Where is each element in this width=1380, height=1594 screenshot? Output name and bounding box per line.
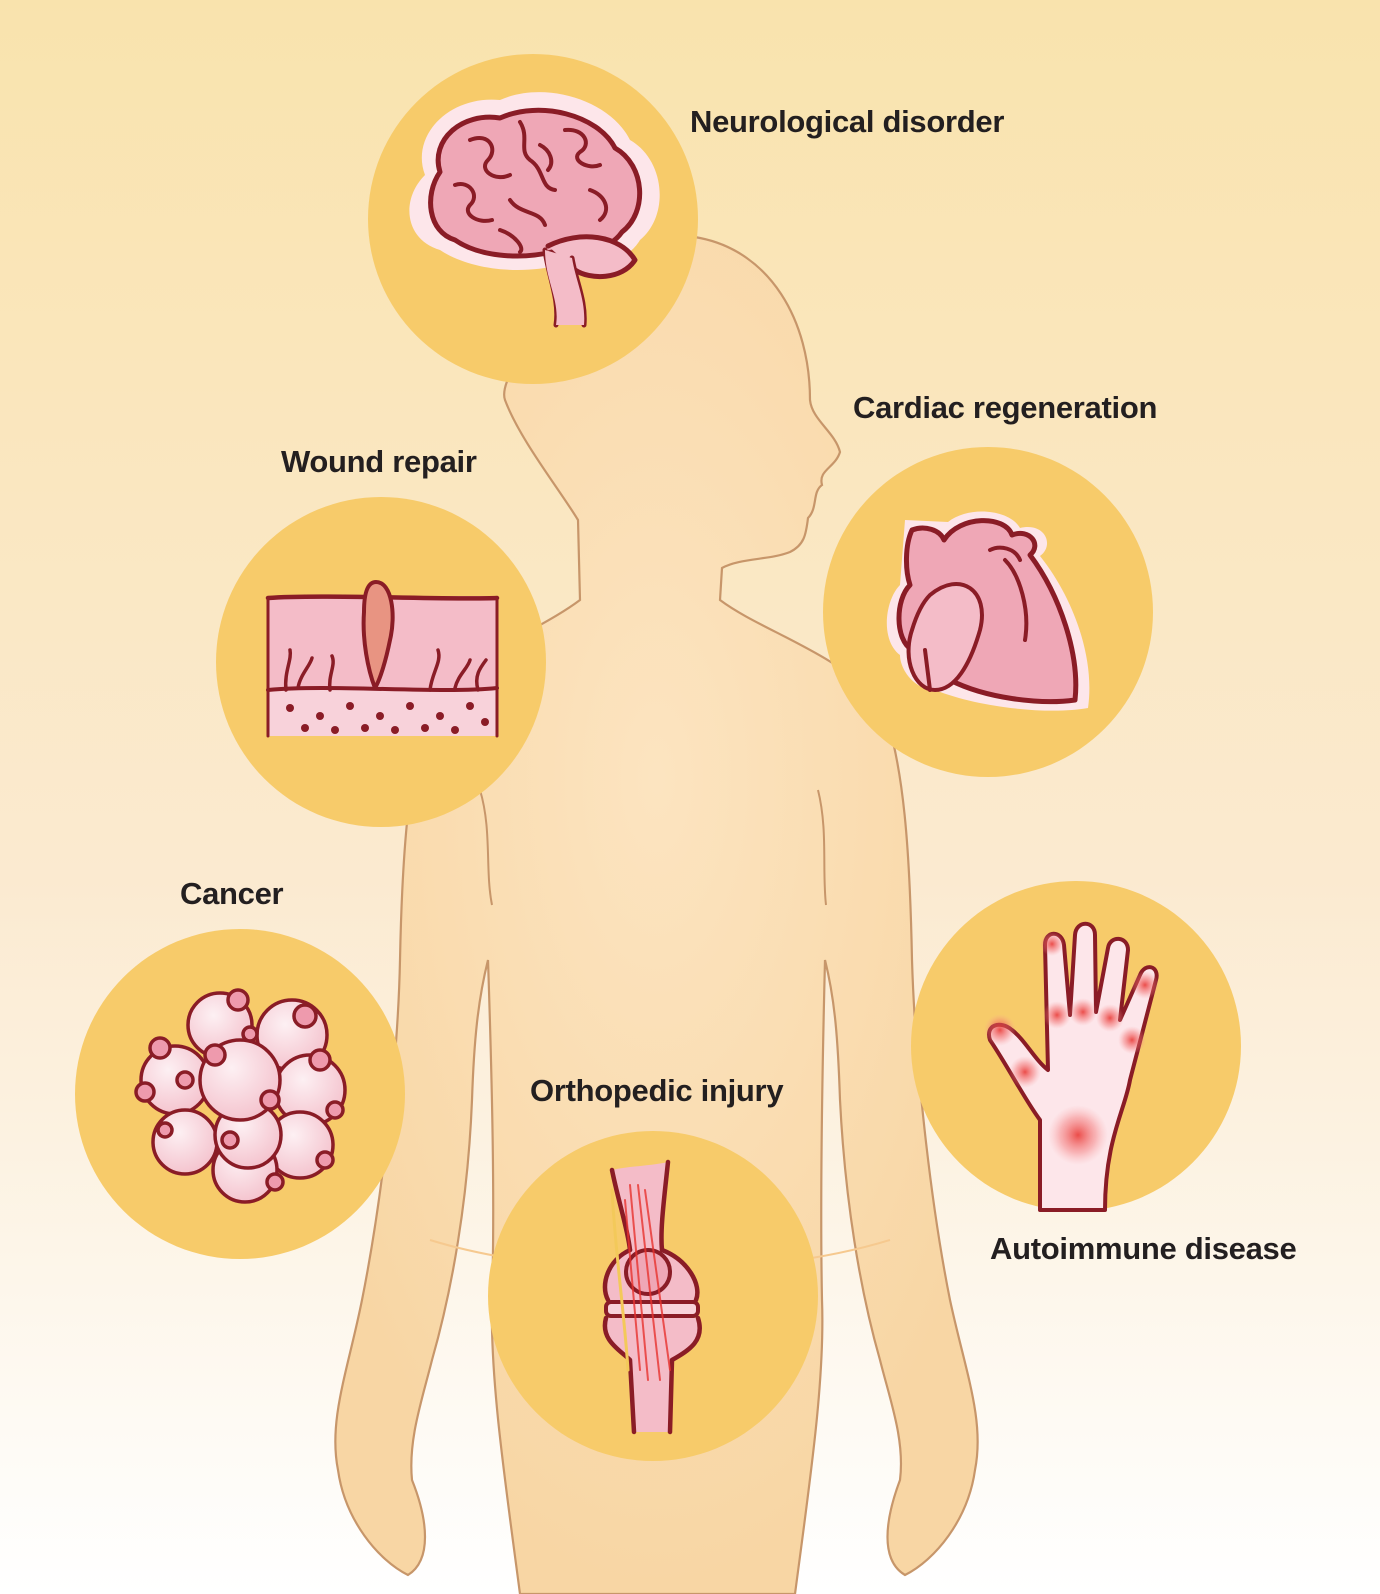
label-cardiac-regeneration: Cardiac regeneration	[853, 390, 1158, 425]
brain-icon	[409, 92, 660, 328]
label-wound-repair: Wound repair	[281, 444, 477, 479]
heart-icon	[886, 511, 1090, 711]
skin-wound-icon	[265, 580, 500, 738]
label-neurological-disorder: Neurological disorder	[690, 104, 1005, 139]
label-orthopedic-injury: Orthopedic injury	[530, 1073, 784, 1108]
inflamed-hand-icon	[984, 921, 1159, 1212]
knee-joint-icon	[602, 1159, 702, 1435]
label-cancer: Cancer	[180, 876, 284, 911]
tumor-cells-icon	[134, 988, 347, 1204]
label-autoimmune-disease: Autoimmune disease	[990, 1231, 1297, 1266]
